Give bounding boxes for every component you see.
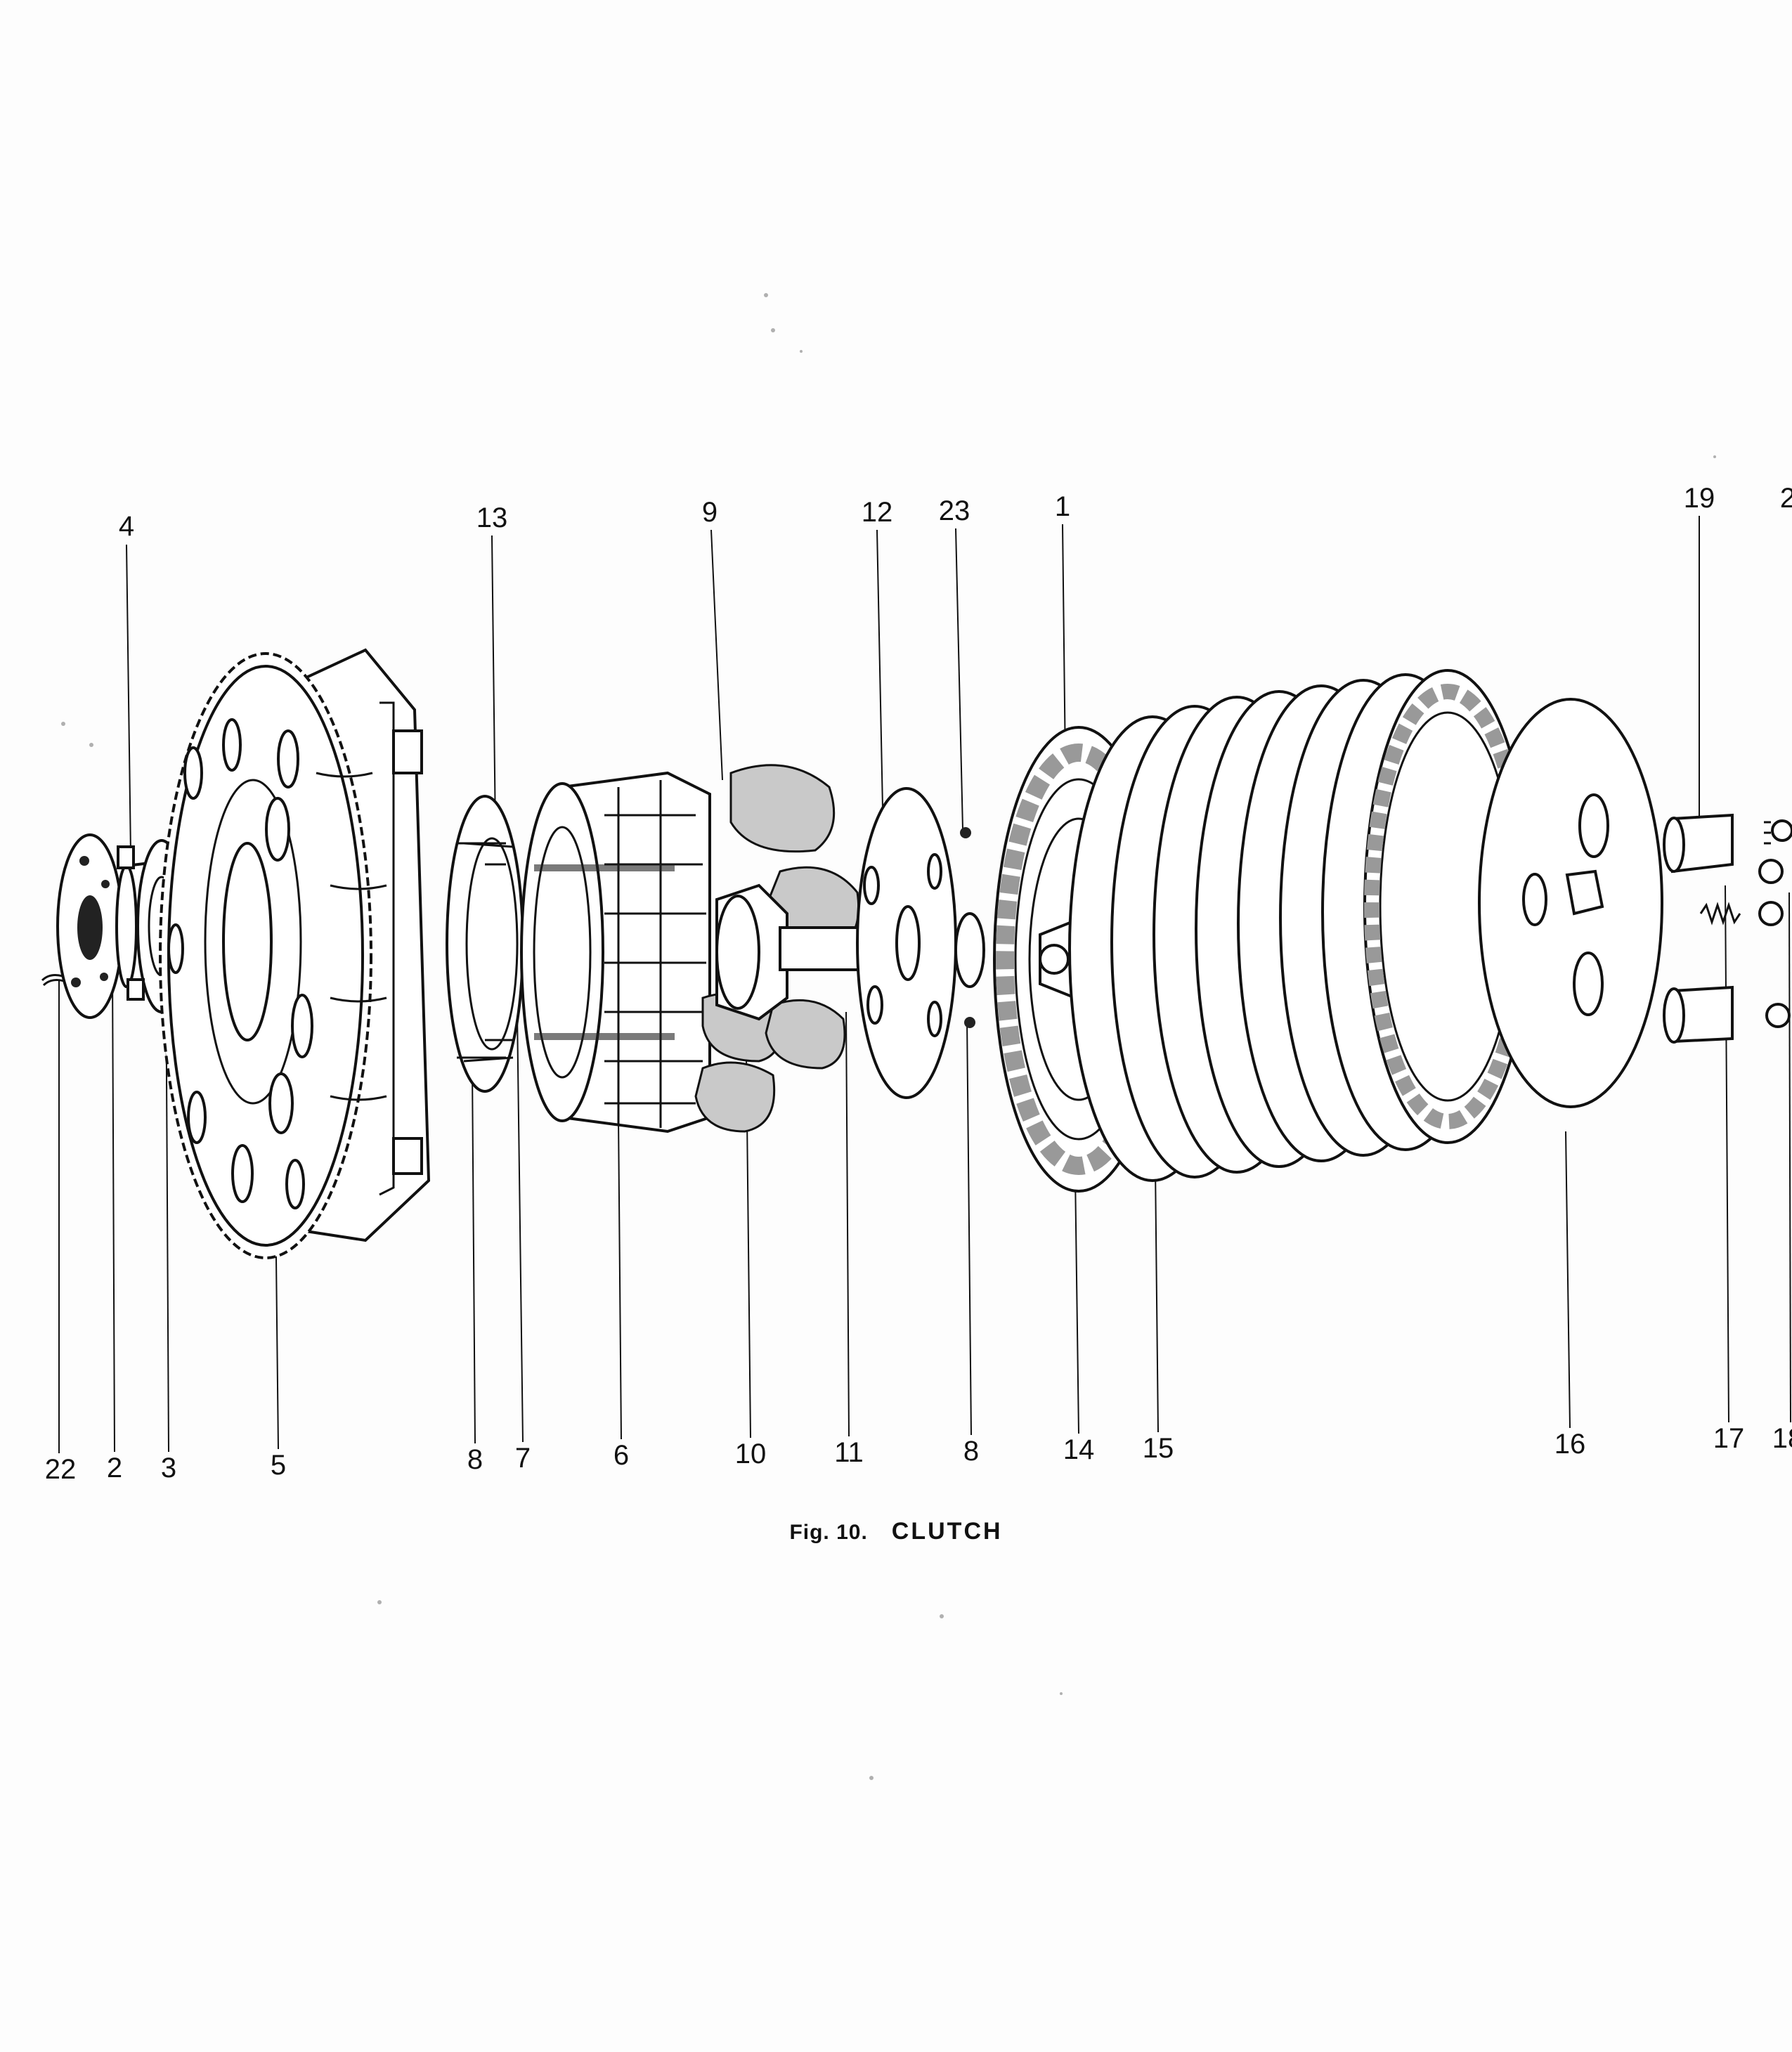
spring-nuts-18	[1758, 819, 1792, 1028]
pressure-plate-16	[1478, 698, 1663, 1108]
cover-plate-12	[856, 787, 957, 1099]
label-13: 13	[476, 502, 508, 533]
label-2: 2	[107, 1453, 122, 1483]
label-2-top: 2	[1780, 483, 1792, 514]
label-1: 1	[1055, 491, 1070, 522]
label-12: 12	[862, 497, 893, 528]
clutch-centre-6	[520, 771, 711, 1134]
plate-7	[446, 795, 524, 1093]
label-14: 14	[1063, 1434, 1095, 1465]
label-22: 22	[45, 1454, 77, 1485]
figure-number: Fig. 10.	[789, 1521, 868, 1544]
label-16: 16	[1554, 1429, 1586, 1460]
label-19: 19	[1684, 483, 1715, 514]
plate-stack-15	[1068, 669, 1532, 1182]
label-17: 17	[1713, 1423, 1745, 1454]
label-10: 10	[735, 1439, 767, 1469]
scan-specks	[61, 293, 1716, 1780]
label-6: 6	[613, 1440, 629, 1471]
spider-10	[715, 883, 866, 1021]
screws-23	[954, 827, 985, 1028]
label-4: 4	[119, 511, 134, 542]
label-8-right: 8	[963, 1436, 979, 1467]
label-23: 23	[939, 495, 970, 526]
label-8-left: 8	[467, 1444, 483, 1475]
part-labels-top: 4 13 9 12 23 1 19 2	[119, 483, 1792, 542]
figure-title: CLUTCH	[891, 1518, 1003, 1545]
label-9: 9	[702, 497, 718, 528]
label-7: 7	[515, 1443, 531, 1474]
front-plate-2	[56, 833, 124, 1019]
part-labels-bottom: 22 2 3 5 8 7 6 10 11 8 14 15 16 17 18	[45, 1423, 1792, 1485]
springs-17	[1699, 821, 1771, 926]
spring-cups-19	[1663, 813, 1734, 1044]
label-5: 5	[271, 1450, 286, 1481]
figure-caption: Fig. 10. CLUTCH	[0, 1518, 1792, 1545]
sprocket-drum-5	[159, 648, 431, 1259]
label-3: 3	[161, 1453, 176, 1483]
label-18: 18	[1772, 1423, 1792, 1454]
label-11: 11	[834, 1437, 864, 1468]
label-15: 15	[1143, 1433, 1174, 1464]
